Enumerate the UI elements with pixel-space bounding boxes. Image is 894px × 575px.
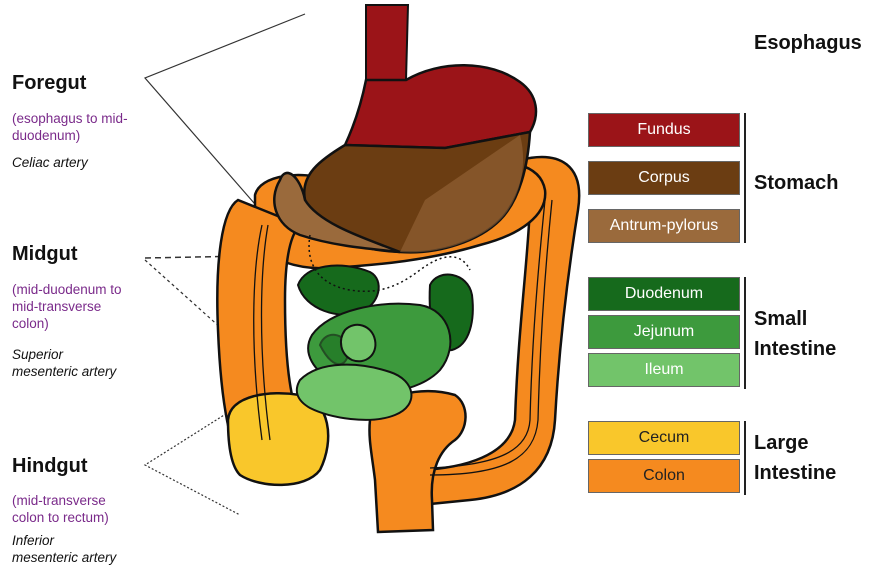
region-pointer-lines [143, 13, 306, 516]
stomach-bracket [744, 113, 752, 243]
stomach-label: Stomach [754, 172, 839, 194]
hindgut-pointer [143, 404, 241, 516]
stomach-shape [273, 64, 538, 254]
hindgut-range: (mid-transverse colon to rectum) [12, 493, 109, 525]
small-intestine-label: Small Intestine [754, 308, 837, 360]
midgut-pointer [144, 254, 301, 259]
colon-inner-lines [253, 199, 553, 476]
esophagus-shape [365, 4, 410, 84]
esophagus-label: Esophagus [754, 32, 862, 54]
hindgut-artery: Inferior mesenteric artery [12, 533, 117, 565]
midgut-title: Midgut [12, 243, 78, 265]
fundus-box: Fundus [588, 113, 740, 147]
colon-box: Colon [588, 459, 740, 493]
foregut-pointer [143, 13, 306, 251]
large-intestine-bracket [744, 421, 752, 495]
pancreas-outline [308, 234, 471, 292]
midgut-artery: Superior mesenteric artery [12, 347, 117, 379]
foregut-range: (esophagus to mid- duodenum) [12, 111, 128, 143]
jejunum-box: Jejunum [588, 315, 740, 349]
antrum-pylorus-box: Antrum-pylorus [588, 209, 740, 243]
cecum-box: Cecum [588, 421, 740, 455]
small-intestine-shape [295, 264, 474, 421]
midgut-range: (mid-duodenum to mid-transverse colon) [12, 282, 122, 331]
large-intestine-label: Large Intestine [754, 432, 837, 484]
corpus-box: Corpus [588, 161, 740, 195]
foregut-title: Foregut [12, 72, 87, 94]
small-intestine-bracket [744, 277, 752, 389]
ileum-box: Ileum [588, 353, 740, 387]
duodenum-box: Duodenum [588, 277, 740, 311]
foregut-artery: Celiac artery [12, 155, 88, 170]
hindgut-title: Hindgut [12, 455, 88, 477]
